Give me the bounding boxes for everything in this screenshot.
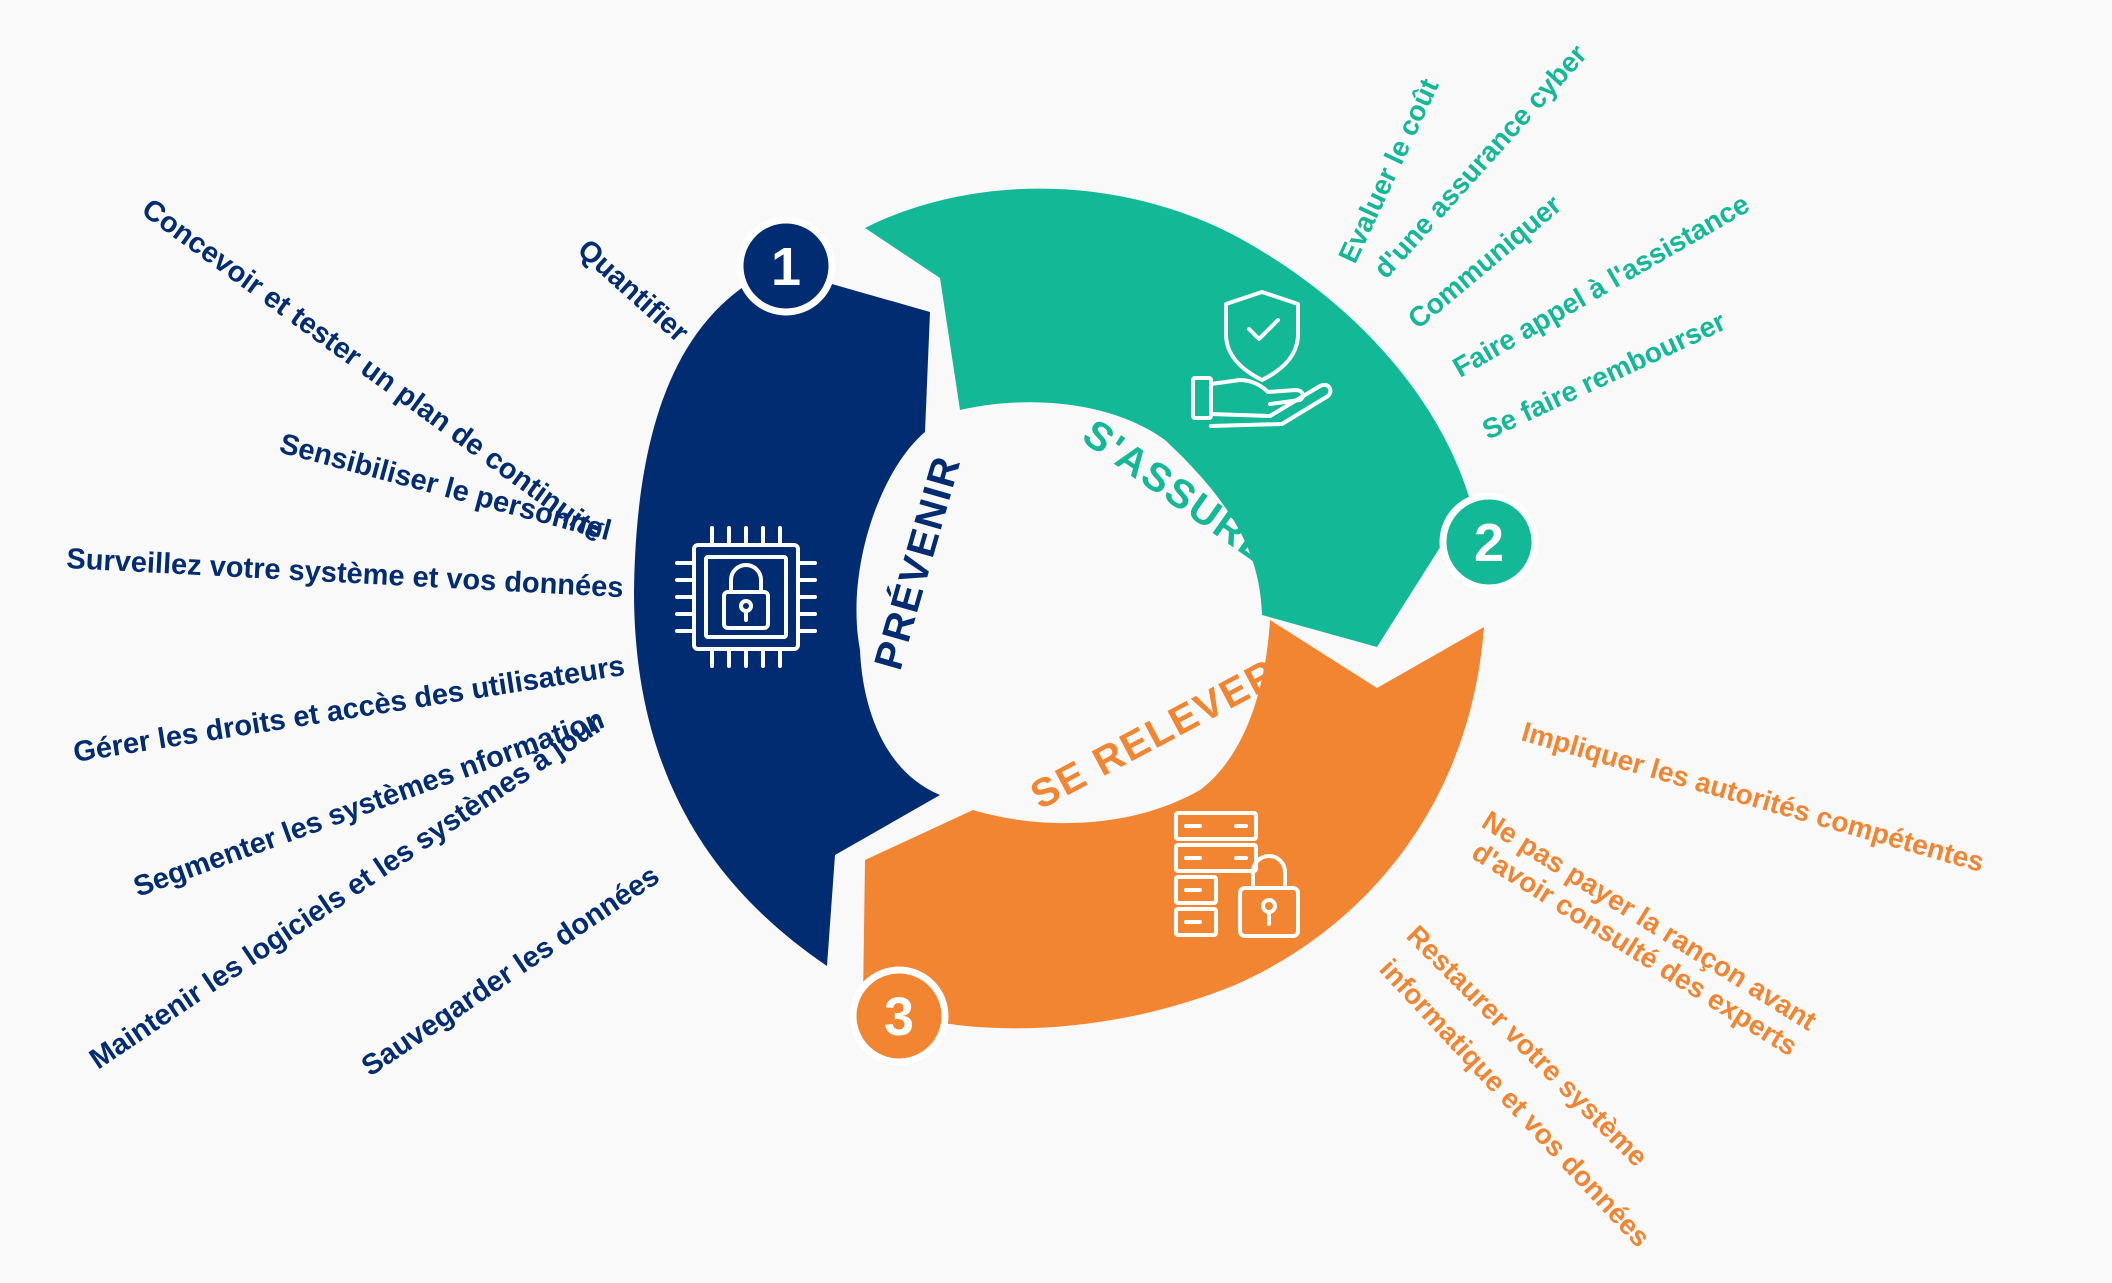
recover-item: Ne pas payer la rançon avant [1477, 805, 1822, 1037]
recover-items: Impliquer les autorités compétentes Ne p… [1374, 716, 1988, 1253]
svg-text:3: 3 [884, 987, 914, 1047]
prevent-items: Quantifier Concevoir et tester un plan d… [66, 193, 695, 1083]
insure-segment [865, 188, 1470, 647]
insure-item: Faire appel à l'assistance [1448, 188, 1755, 383]
shield-hand-icon [1191, 290, 1333, 428]
prevent-item: Surveillez votre système et vos données [66, 543, 625, 604]
server-lock-icon [1174, 811, 1300, 938]
recover-item: Impliquer les autorités compétentes [1518, 716, 1987, 878]
recover-item-line2: informatique et vos données [1374, 953, 1657, 1253]
badge-1: 1 [736, 216, 836, 316]
prevent-item: Sensibiliser le personnel [276, 428, 614, 547]
badge-2: 2 [1439, 492, 1539, 592]
recover-segment [863, 620, 1484, 1029]
svg-text:1: 1 [771, 237, 801, 297]
badge-3: 3 [849, 966, 949, 1066]
chip-lock-icon [675, 526, 817, 668]
prevent-item: Quantifier [571, 233, 694, 348]
prevent-item: Sauvegarder les données [356, 860, 665, 1083]
svg-text:2: 2 [1474, 513, 1504, 573]
